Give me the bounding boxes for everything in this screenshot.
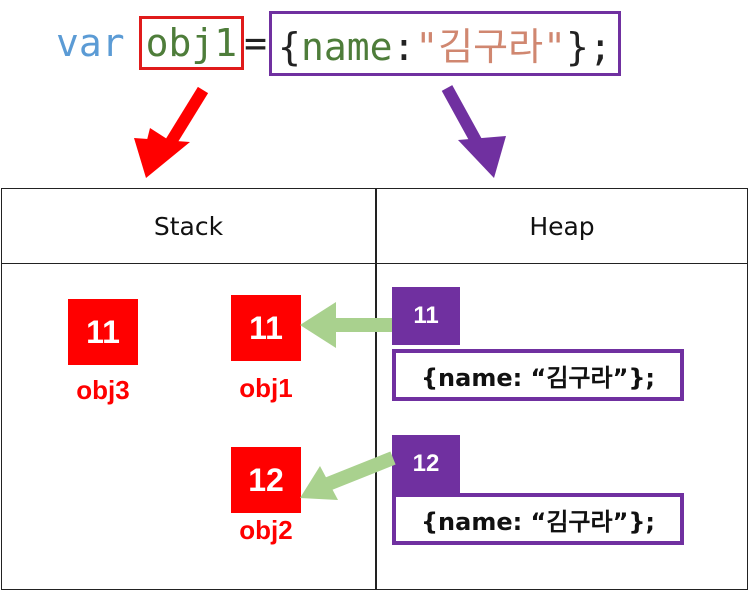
table-header-row [2, 189, 747, 264]
code-open-brace: { [278, 24, 301, 69]
code-close: }; [565, 24, 612, 69]
stack-value-obj3: 11 [68, 299, 138, 365]
heap-address-12: 12 [392, 435, 460, 493]
purple-arrow-to-heap [441, 85, 506, 178]
code-equals: = [244, 21, 268, 65]
code-property: name [300, 24, 393, 69]
stack-value-obj2: 12 [231, 447, 301, 513]
stack-label-obj1: obj1 [239, 373, 293, 403]
code-line: var obj1 = {name:"김구라"}; [56, 8, 621, 78]
code-keyword: var [56, 21, 125, 65]
heap-object-11: {name: “김구라”}; [392, 349, 684, 401]
heap-object-12: {name: “김구라”}; [392, 493, 684, 545]
code-variable: obj1 [145, 21, 238, 65]
stack-header: Stack [153, 212, 224, 241]
red-arrow-to-stack [134, 86, 209, 178]
heap-address-11: 11 [392, 287, 460, 345]
heap-header: Heap [529, 212, 595, 241]
stack-value-obj1: 11 [231, 295, 301, 361]
stack-label-obj2: obj2 [239, 515, 293, 545]
code-string: "김구라" [415, 24, 566, 69]
column-divider [375, 189, 377, 589]
stack-label-obj3: obj3 [76, 375, 130, 405]
memory-table: Stack Heap 11 obj3 11 obj1 12 obj2 11 {n… [1, 188, 748, 590]
object-highlight-box: {name:"김구라"}; [269, 10, 621, 76]
code-colon: : [392, 24, 416, 69]
variable-highlight-box: obj1 [138, 16, 245, 70]
